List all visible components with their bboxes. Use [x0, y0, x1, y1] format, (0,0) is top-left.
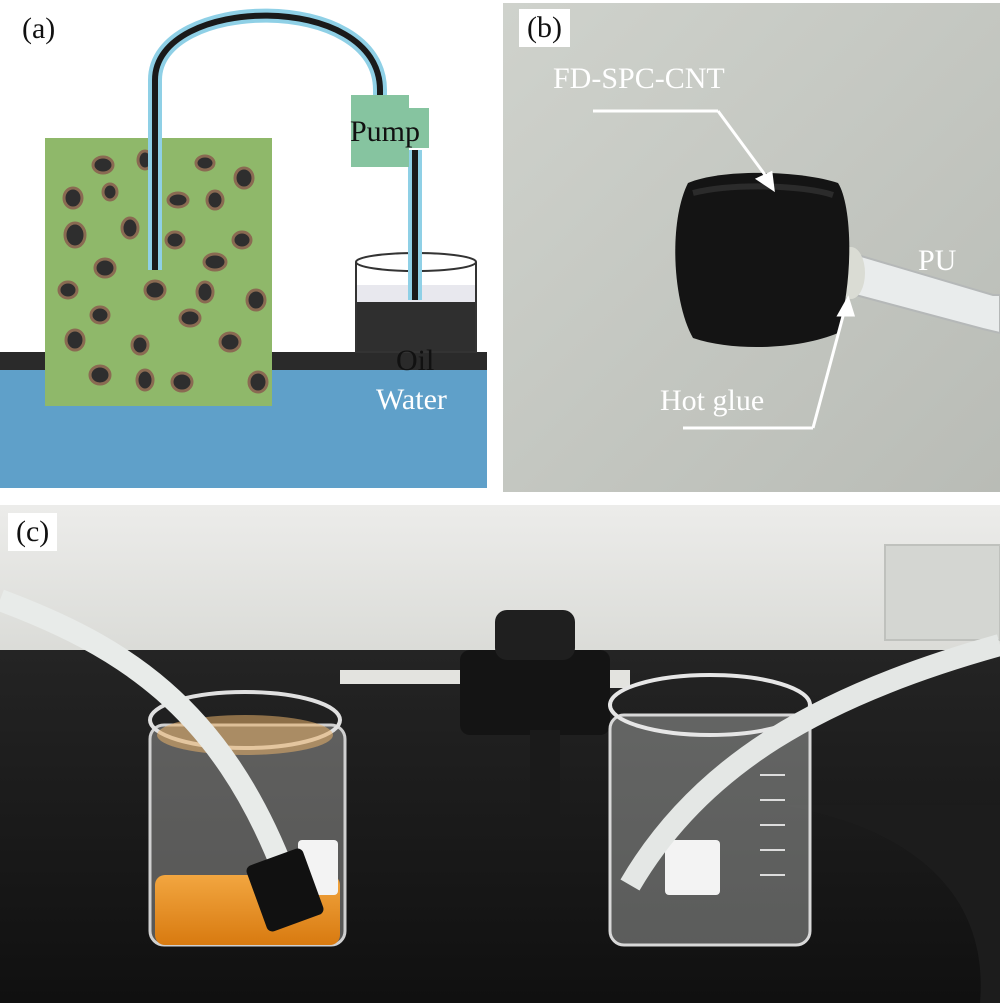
callout-arrows: [593, 109, 856, 430]
pu-label: PU: [918, 244, 957, 277]
panel-label-c: (c): [8, 513, 58, 551]
collection-beaker: [355, 252, 477, 353]
sponge-photo: [503, 3, 1000, 492]
pump-label: Pump: [350, 115, 421, 148]
oil-label: Oil: [396, 344, 435, 377]
sponge-pores: [57, 149, 269, 394]
panel-label-a: (a): [14, 10, 64, 48]
right-beaker: [608, 673, 812, 947]
sponge-in-beaker: [246, 848, 324, 932]
fd-spc-cnt-sponge: [675, 172, 850, 348]
fd-spc-cnt-label: FD-SPC-CNT: [553, 62, 725, 95]
panel-label-b: (b): [519, 9, 570, 47]
pump-box: [351, 95, 409, 167]
hot-glue-label: Hot glue: [660, 384, 765, 417]
water-label: Water: [376, 383, 447, 416]
oil-collection-schematic: [0, 8, 487, 488]
pump-photo: [340, 610, 630, 820]
panel-a-schematic: (a) Pump Oil Water: [0, 0, 492, 492]
outlet-tube-photo: [620, 634, 1000, 891]
panel-b-photo: (b) FD-SPC-CNT PU Hot glue: [503, 3, 1000, 492]
intake-tube-photo: [0, 589, 296, 879]
panel-c-photo: (c): [0, 505, 1000, 1003]
lab-setup-photo: [0, 505, 1000, 1003]
